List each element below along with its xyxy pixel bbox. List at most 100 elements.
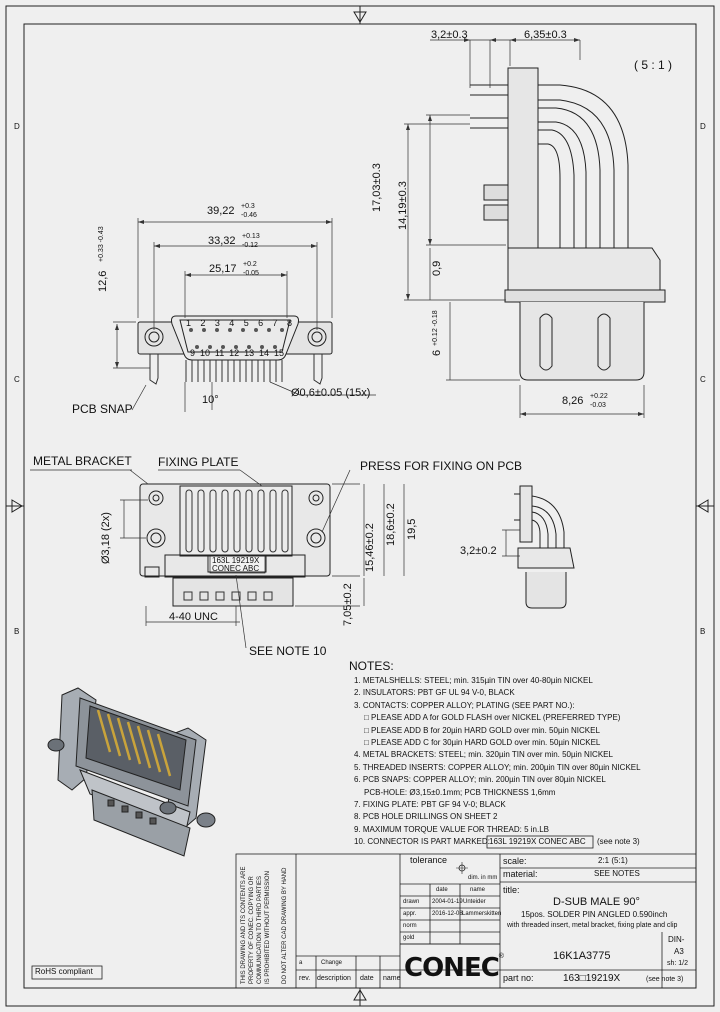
dim-25-17-tol-dn: -0.05: [243, 270, 259, 277]
dim-14-19: 14,19±0.3: [397, 181, 409, 230]
label-fixing-plate: FIXING PLATE: [158, 455, 239, 469]
note-item: 3. CONTACTS: COPPER ALLOY; PLATING (SEE …: [354, 700, 575, 710]
dim-4-40-unc: 4-40 UNC: [169, 611, 218, 623]
tb-scale-label: scale:: [503, 856, 527, 866]
tb-drawing-no: 16K1A3775: [553, 950, 611, 962]
tb-rev-label: rev.: [299, 975, 311, 982]
dim-39-22-tol-dn: -0.46: [241, 212, 257, 219]
dim-10deg: 10°: [202, 394, 219, 406]
pin-label: 9: [190, 348, 196, 358]
note-item: PCB-HOLE: Ø3,15±0.1mm; PCB THICKNESS 1,6…: [364, 787, 556, 797]
title-block-lines: [235, 853, 697, 989]
dim-39-22-tol-up: +0.3: [241, 203, 255, 210]
dim-33-32-tol-dn: -0.12: [242, 242, 258, 249]
tb-drawn-label: drawn: [403, 899, 420, 905]
tb-material-label: material:: [503, 869, 538, 879]
tb-title-line3: with threaded insert, metal bracket, fix…: [507, 922, 678, 929]
company-name: CONEC: [404, 953, 500, 983]
tb-approved-name: Lammerskitten: [462, 911, 502, 917]
marking-line-1: 163L 19219X: [212, 556, 260, 565]
dim-3-2b: 3,2±0.2: [460, 545, 497, 557]
dim-3-2: 3,2±0.3: [431, 29, 468, 41]
front-view: [113, 218, 376, 412]
note-item: □ PLEASE ADD C for 30µin HARD GOLD over …: [364, 738, 601, 748]
dim-25-17: 25,17: [209, 263, 237, 275]
tb-dim-in-mm: dim. in mm: [468, 875, 498, 881]
pin-label: 7: [272, 318, 278, 328]
copyright-line: THIS DRAWING AND ITS CONTENTS ARE: [241, 866, 247, 984]
note-item: 4. METAL BRACKETS: STEEL; min. 320µin TI…: [354, 750, 613, 760]
dim-33-32: 33,32: [208, 235, 236, 247]
note-item: 7. FIXING PLATE: PBT GF 94 V-0; BLACK: [354, 800, 506, 810]
pin-label: 8: [286, 318, 292, 328]
note-item: □ PLEASE ADD A for GOLD FLASH over NICKE…: [364, 713, 621, 723]
pin-row-bottom: 9 10 11 12 13 14 15: [190, 348, 284, 358]
tb-din-label: DIN-: [668, 935, 685, 944]
dim-3-18: Ø3,18 (2x): [100, 512, 112, 564]
marking-line-2: CONEC ABC: [212, 564, 260, 573]
pin-label: 3: [214, 318, 220, 328]
note-item: 9. MAXIMUM TORQUE VALUE FOR THREAD: 5 in…: [354, 824, 550, 834]
marked-box-text: 163L 19219X CONEC ABC: [489, 837, 586, 846]
tb-approved-label: appr.: [403, 911, 417, 917]
tb-title-line1: D-SUB MALE 90°: [553, 896, 640, 908]
notes-list: 1. METALSHELLS: STEEL; min. 315µin TIN o…: [354, 675, 641, 849]
tb-drawn-date: 2004-01-19: [432, 899, 463, 905]
tb-title-line2: 15pos. SOLDER PIN ANGLED 0.590inch: [521, 910, 668, 919]
tb-part-no-label: part no:: [503, 973, 534, 983]
tb-description-label: description: [317, 975, 351, 982]
dim-12-6: 12,6: [97, 270, 109, 292]
tb-date-head: date: [436, 887, 448, 893]
notes-title: NOTES:: [349, 659, 394, 673]
tb-gold-label: gold: [403, 935, 415, 941]
dim-8-26-tol-dn: -0.03: [590, 402, 606, 409]
pin-label: 13: [244, 348, 255, 358]
dim-8-26: 8,26: [562, 395, 584, 407]
bottom-view: [30, 469, 405, 649]
tb-tolerance: tolerance: [410, 855, 448, 865]
note-item: 6. PCB SNAPS: COPPER ALLOY; min. 200µin …: [354, 775, 606, 785]
isometric-view: [47, 687, 216, 857]
tb-material-value: SEE NOTES: [594, 869, 640, 878]
pin-label: 1: [186, 318, 192, 328]
dim-15-46: 15,46±0.2: [364, 523, 376, 572]
tb-din-size: A3: [674, 947, 684, 956]
dim-18-6: 18,6±0.2: [385, 503, 397, 546]
dim-39-22: 39,22: [207, 205, 235, 217]
small-side-view: [502, 485, 575, 609]
label-metal-bracket: METAL BRACKET: [33, 454, 132, 468]
tb-part-no-note: (see note 3): [646, 976, 684, 983]
pin-label: 2: [200, 318, 206, 328]
tb-norm-label: norm: [403, 923, 417, 929]
dim-19-5: 19,5: [406, 518, 418, 540]
pin-row-top: 1 2 3 4 5 6 7 8: [186, 318, 292, 328]
dim-12-6-tol: +0.33 -0.43: [98, 226, 105, 262]
dim-8-26-tol-up: +0.22: [590, 393, 608, 400]
pin-label: 10: [199, 348, 210, 358]
label-pcb-snap: PCB SNAP: [72, 402, 133, 416]
company-logo: CONEC®: [404, 953, 504, 983]
grid-letter-left-bot: B: [14, 627, 20, 636]
centering-marks: [6, 6, 714, 1006]
tb-drawn-name: Unteider: [463, 899, 486, 905]
pin-label: 4: [229, 318, 235, 328]
tb-name-col: name: [383, 975, 401, 982]
grid-letter-left-top: D: [14, 122, 20, 131]
dim-25-17-tol-up: +0.2: [243, 261, 257, 268]
note-item: 10. CONNECTOR IS PART MARKED:: [354, 837, 490, 847]
grid-letter-right-bot: B: [700, 627, 706, 636]
pin-label: 5: [243, 318, 249, 328]
dim-33-32-tol-up: +0.13: [242, 233, 260, 240]
tb-date-col: date: [360, 975, 374, 982]
scale-indicator: ( 5 : 1 ): [634, 58, 673, 72]
cad-notice: DO NOT ALTER CAD DRAWING BY HAND: [282, 867, 288, 984]
tb-approved-date: 2016-12-08: [432, 911, 463, 917]
dim-0-6: Ø0,6±0.05 (15x): [291, 387, 371, 399]
label-see-note-10: SEE NOTE 10: [249, 644, 327, 658]
grid-letter-right-top: D: [700, 122, 706, 131]
note-item: 5. THREADED INSERTS: COPPER ALLOY; min. …: [354, 762, 641, 772]
dim-7-05: 7,05±0.2: [342, 583, 354, 626]
dim-6-35: 6,35±0.3: [524, 29, 567, 41]
marked-suffix: (see note 3): [597, 837, 640, 846]
